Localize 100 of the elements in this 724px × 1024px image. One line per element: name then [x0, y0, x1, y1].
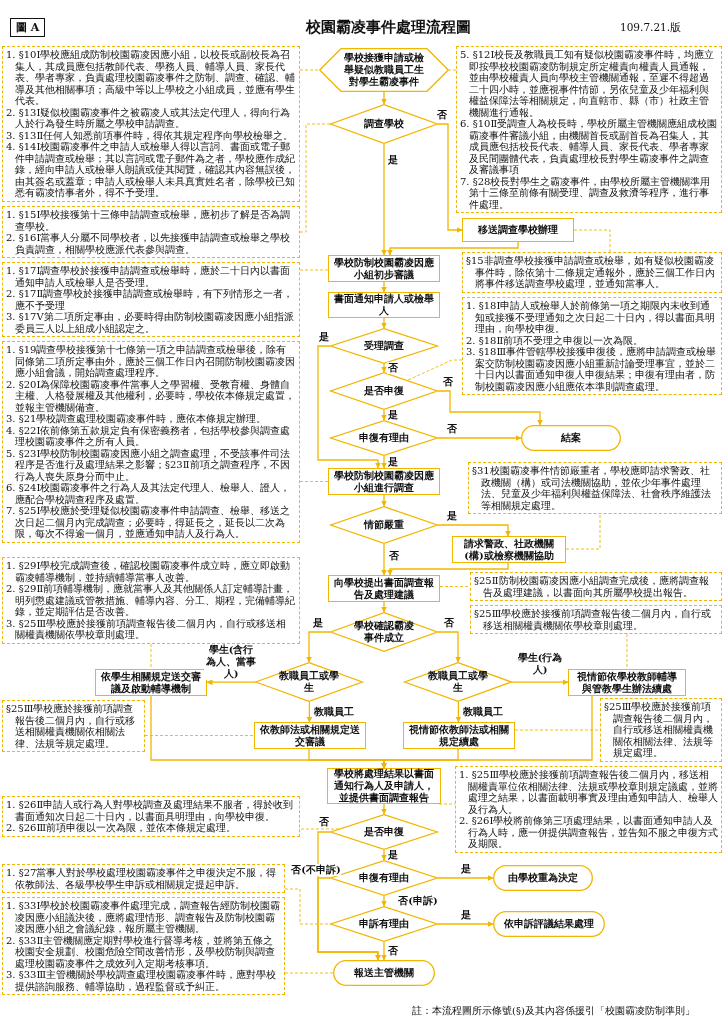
note-box — [470, 572, 722, 601]
arrow — [381, 455, 387, 469]
note-box — [2, 341, 300, 543]
edge-label: 否(不申訴) — [290, 864, 342, 876]
decision-diamond: 是否申復 — [330, 814, 438, 850]
figure-label: 圖 A — [10, 18, 46, 37]
process-box: 依教師法或相關規定送交審議 — [254, 722, 366, 749]
note-text: §25Ⅲ學校應於接獲前項調查報告後二個月內，自行或移送相關權責機關依相關法律、法規等規定處理。 — [604, 701, 714, 759]
note-text: 2. §29Ⅱ前項輔導機制，應就當事人及其他關係人訂定輔導計畫，明列懲處建議或管教措施、輔導內容、分工、期程，完備輔導紀錄，並定期評估是否改善。 — [6, 583, 296, 618]
leader-line — [565, 513, 601, 550]
edge-label: 否 — [387, 945, 399, 957]
edge-label: 否 — [436, 109, 448, 121]
process-box: 學校防制校園霸凌因應小組進行調查 — [328, 468, 440, 495]
note-text: 3. §13Ⅱ任何人知悉前項事件時，得依其規定程序向學校檢舉之。 — [6, 129, 295, 141]
edge-label: 教職員工 — [462, 706, 504, 718]
arrow — [437, 921, 494, 927]
decision-diamond: 是否申復 — [330, 372, 438, 410]
note-text: §31校園霸凌事件情節嚴重者，學校應即請求警政、社政機關（構）或司法機關協助，並依少年事件處理法、兒童及少年福利與權益保障法、社會秩序維護法等相關規定處理。 — [472, 465, 712, 511]
note-text: 1. §17Ⅰ調查學校於接獲申請調查或檢舉時，應於二十日內以書面通知申請人或檢舉人是否受理。 — [6, 265, 292, 288]
note-box — [468, 462, 722, 514]
arrow — [381, 695, 593, 769]
edge-label: 是 — [460, 863, 472, 875]
edge-label: 是 — [387, 154, 399, 166]
edge-label: 否 — [442, 376, 454, 388]
version-text: 109.7.21.版 — [620, 21, 682, 34]
leader-line — [626, 633, 628, 670]
title: 校園霸凌事件處理流程圖 — [304, 18, 472, 36]
edge-label: 否 — [446, 423, 458, 435]
process-box: 依學生相關規定送交審議及啟動輔導機制 — [95, 669, 207, 696]
note-text: 1. §18Ⅰ申請人或檢舉人於前條第一項之期限內未收到通知或接獲不受理通知之次日起二十日內，得以書面具明理由，向學校申復。 — [466, 300, 716, 335]
footnote: 註：本流程圖所示條號(§)及其內容係援引「校園霸凌防制準則」 — [412, 1004, 695, 1017]
decision-diamond: 情節嚴重 — [330, 506, 438, 544]
note-text: 2. §18Ⅱ前項不受理之申復以一次為限。 — [466, 334, 645, 346]
note-text: 2. §26Ⅰ學校將前條第三項處理結果，以書面通知申請人及行為人時，應一併提供調查報告，並告知不服之申復方式及期限。 — [459, 815, 718, 850]
decision-diamond: 調查學校 — [330, 104, 438, 144]
note-text: 3. §25Ⅲ學校應於接獲前項調查報告後二個月內，自行或移送相關權責機關依學校章則處理。 — [6, 617, 288, 641]
arrow — [381, 849, 387, 861]
note-text: 5. §23Ⅰ學校防制校園霸凌因應小組之調查處理，不受該事件司法程序是否進行及處理結果之影響；§23Ⅱ前項之調查程序，不因行為人喪失原身分而中止。 — [6, 447, 292, 482]
note-text: 1. §26Ⅱ申請人或行為人對學校調查及處理結果不服者，得於收到書面通知次日起二十日內，以書面具明理由，向學校申復。 — [6, 799, 295, 822]
note-text: 1. §19調查學校接獲第十七條第一項之申請調查或檢舉後，除有同條第二項所定事由外，應於三個工作日內召開防制校園霸凌因應小組會議，開始調查處理程序。 — [6, 344, 296, 379]
note-text: 4. §14Ⅰ校園霸凌事件之申請人或檢舉人得以言詞、書面或電子郵件申請調查或檢舉；其以言詞或電子郵件為之者，學校應作成紀錄，經向申請人或檢舉人朗讀或使其閱覽，確認其內容無誤後，由其簽名或蓋章；申請人或檢舉人未具真實姓名者，除學校已知悉有霸凌情事者外，得不予受理。 — [6, 141, 296, 199]
note-box — [462, 297, 722, 395]
arrow — [381, 91, 387, 105]
arrow — [306, 631, 331, 663]
arrow — [206, 679, 257, 686]
leader-line — [144, 735, 255, 736]
decision-diamond: 教職員工或學生 — [404, 662, 512, 702]
leader-line — [299, 269, 329, 271]
decision-diamond: 申訴有理由 — [330, 906, 438, 942]
leader-line — [448, 69, 457, 71]
note-text: §25Ⅲ學校應於接獲前項調查報告後二個月內，自行或移送相關權責機關依相關法律、法規等規定處理。 — [6, 703, 136, 749]
note-text: 1. §27當事人對於學校處理校園霸凌事件之申復決定不服，得依教師法、各級學校學生申訴或相關規定提起申訴。 — [6, 867, 278, 890]
arrow — [381, 363, 387, 373]
note-box — [2, 864, 285, 893]
note-box — [456, 46, 722, 213]
note-text: 1. §15Ⅰ學校接獲第十三條申請調查或檢舉，應初步了解是否為調查學校。 — [6, 209, 292, 232]
note-text: §25Ⅱ防制校園霸凌因應小組調查完成後，應將調查報告及處理建議，以書面向其所屬學校提出報告。 — [474, 575, 710, 598]
leader-line — [514, 729, 601, 731]
leader-line — [299, 69, 320, 71]
note-text: 7. §28校長對學生之霸凌事件，由學校所屬主管機關準用第十三條至前條有關受理、調查及救濟等程序，進行事件處理。 — [460, 175, 712, 210]
leader-line — [150, 643, 152, 670]
note-box — [2, 46, 300, 202]
edge-label: 否(申訴) — [397, 895, 439, 907]
note-box — [2, 557, 300, 644]
leader-line — [284, 888, 331, 925]
arrow — [381, 895, 387, 907]
arrow — [381, 803, 387, 815]
note-text: 1. §33Ⅰ學校於校園霸凌事件處理完成，調查報告經防制校園霸凌因應小組議決後，應將處理情形、調查報告及防制校園霸凌因應小組之會議紀錄，報所屬主管機關。 — [6, 900, 281, 934]
note-box — [2, 700, 145, 752]
process-box: 向學校提出書面調查報告及處理建議 — [328, 575, 440, 602]
decision-diamond: 受理調查 — [330, 328, 438, 364]
decision-diamond: 申復有理由 — [330, 420, 438, 456]
note-text: 1. §25Ⅲ學校應於接獲前項調查報告後二個月內，移送相關權責單位依相關法律、法規或學校章則規定議處，並將處理之結果，以書面載明事實及理由通知申請人、檢舉人及行為人。 — [459, 769, 718, 815]
note-text: 3. §18Ⅲ事件管轄學校接獲申復後，應將申請調查或檢舉案交防制校園霸凌因應小組重新討論受理事宜，並於二十日內以書面通知申復人申復結果；申復有理由者，防制校園霸凌因應小組應依本準則調查處理。 — [466, 346, 718, 392]
edge-label: 否 — [388, 550, 400, 562]
note-text: 4. §22Ⅰ依前條第五款規定負有保密義務者，包括學校參與調查處理校園霸凌事件之所有人員。 — [6, 424, 292, 448]
note-text: 3. §21學校調查處理校園霸凌事件時，應依本條規定辦理。 — [6, 413, 268, 425]
leader-line — [284, 972, 334, 974]
start-hexagon: 學校接獲申請或檢舉疑似教職員工生對學生霸凌事件 — [319, 48, 449, 92]
arrow — [437, 875, 494, 881]
process-box: 學校將處理結果以書面通知行為人及申請人，並提供書面調查報告 — [327, 768, 441, 804]
edge-label: 教職員工 — [313, 706, 355, 718]
note-box — [2, 206, 300, 258]
end-terminal: 報送主管機關 — [333, 960, 435, 986]
note-box — [600, 698, 722, 762]
arrow — [317, 877, 381, 961]
note-text: 2. §26Ⅲ前項申復以一次為限，並依本條規定處理。 — [6, 822, 237, 834]
edge-label: 否 — [443, 617, 455, 629]
arrow — [437, 390, 543, 426]
note-text: 3. §33Ⅲ主管機關於學校調查處理校園霸凌事件時，應對學校提供諮詢服務、輔導協助，過程監督或予糾正。 — [6, 969, 278, 992]
arrow — [381, 143, 387, 256]
leader-line — [573, 229, 611, 253]
arrow — [381, 941, 387, 961]
edge-label: 學生(含行為人、當事人) — [204, 644, 258, 680]
note-text: 6. §24Ⅰ校園霸凌事件之行為人及其法定代理人、檢舉人、證人，應配合學校調查程序及處置。 — [6, 482, 292, 505]
note-text: 1. §10Ⅰ學校應組成防制校園霸凌因應小組，以校長或副校長為召集人，其成員應包括教師代表、學務人員、輔導人員、家長代表、學者專家，負責處理校園霸凌事件之防制、調查、確認、輔導及其他相關事項；高級中等以上學校之小組成員，並應有學生代表。 — [6, 49, 296, 107]
note-text: 7. §25Ⅰ學校應於受理疑似校園霸凌事件申請調查、檢舉、移送之次日起二個月內完成調查；必要時，得延長之，延長以二次為限，每次不得逾一個月，並應通知申請人及行為人。 — [6, 505, 292, 540]
arrow — [381, 281, 387, 293]
edge-label: 否 — [318, 816, 330, 828]
arrow — [381, 494, 387, 507]
